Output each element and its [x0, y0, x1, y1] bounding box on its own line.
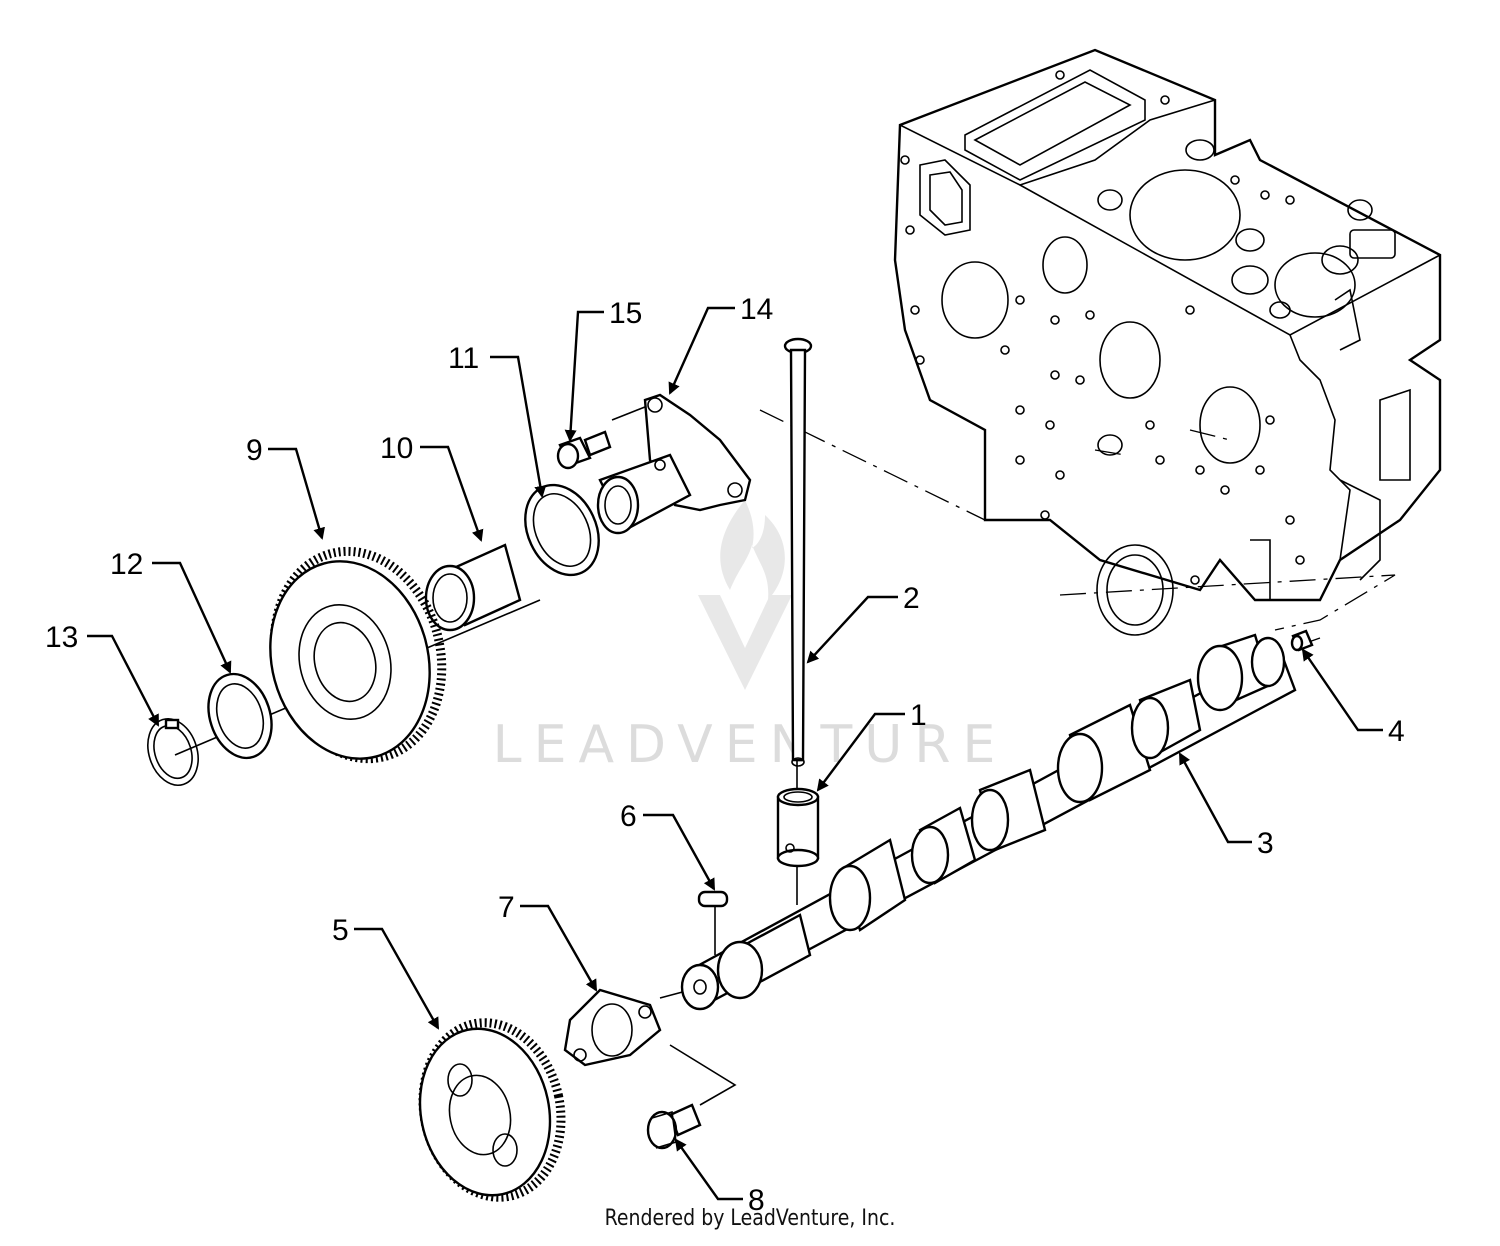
block-bolt-holes [900, 70, 1305, 585]
callout-1: 1 [910, 699, 927, 732]
plug-part-4 [1290, 629, 1314, 652]
cam-gear-part-5 [418, 1018, 566, 1202]
leader-8 [674, 1138, 743, 1201]
callout-14: 14 [740, 293, 773, 326]
callout-4: 4 [1388, 715, 1405, 748]
callout-13: 13 [45, 621, 78, 654]
callout-15: 15 [609, 297, 642, 330]
thrust-plate-part-7 [563, 988, 662, 1067]
key-part-6 [697, 890, 729, 908]
leader-12 [152, 561, 232, 674]
leader-6 [643, 813, 716, 891]
callout-5: 5 [332, 914, 349, 947]
callout-leaders [87, 306, 1383, 1201]
callout-3: 3 [1257, 827, 1274, 860]
bolt-part-15 [556, 430, 612, 470]
leader-11 [490, 355, 547, 498]
callout-8: 8 [748, 1184, 765, 1217]
leader-7 [520, 904, 598, 992]
callout-9: 9 [246, 434, 263, 467]
leader-15 [564, 310, 604, 442]
leader-3 [1178, 752, 1252, 844]
leader-10 [420, 445, 484, 542]
leader-1 [816, 712, 905, 792]
callout-12: 12 [110, 548, 143, 581]
watermark: LEADVENTURE [493, 500, 1008, 775]
callout-2: 2 [903, 582, 920, 615]
callout-7: 7 [498, 891, 515, 924]
leadventure-flame-logo-icon [698, 500, 792, 690]
callout-10: 10 [380, 432, 413, 465]
bearing-housing-part-14 [596, 393, 752, 535]
bolt-part-8 [646, 1103, 702, 1150]
engine-block [893, 48, 1442, 636]
leader-5 [354, 927, 440, 1030]
footer-credit: Rendered by LeadVenture, Inc. [604, 1206, 896, 1231]
leader-14 [668, 306, 735, 395]
washer-part-12 [207, 672, 273, 760]
tappet-part-1 [776, 787, 820, 868]
leader-2 [806, 595, 898, 664]
camshaft-part-3 [680, 633, 1297, 1011]
snap-ring-part-13 [147, 718, 199, 786]
idler-gear-part-9 [269, 546, 447, 764]
watermark-text: LEADVENTURE [493, 715, 1008, 775]
callout-numbers: 1 2 3 4 5 6 7 8 9 10 11 12 13 14 15 [45, 293, 1405, 1217]
thrust-washer-part-11 [524, 483, 600, 577]
leader-13 [87, 634, 160, 727]
leader-4 [1301, 648, 1383, 732]
callout-11: 11 [448, 342, 479, 375]
push-rod-part-2 [783, 337, 813, 767]
bushing-part-10 [424, 543, 522, 632]
callout-6: 6 [620, 800, 637, 833]
leader-9 [268, 447, 325, 540]
